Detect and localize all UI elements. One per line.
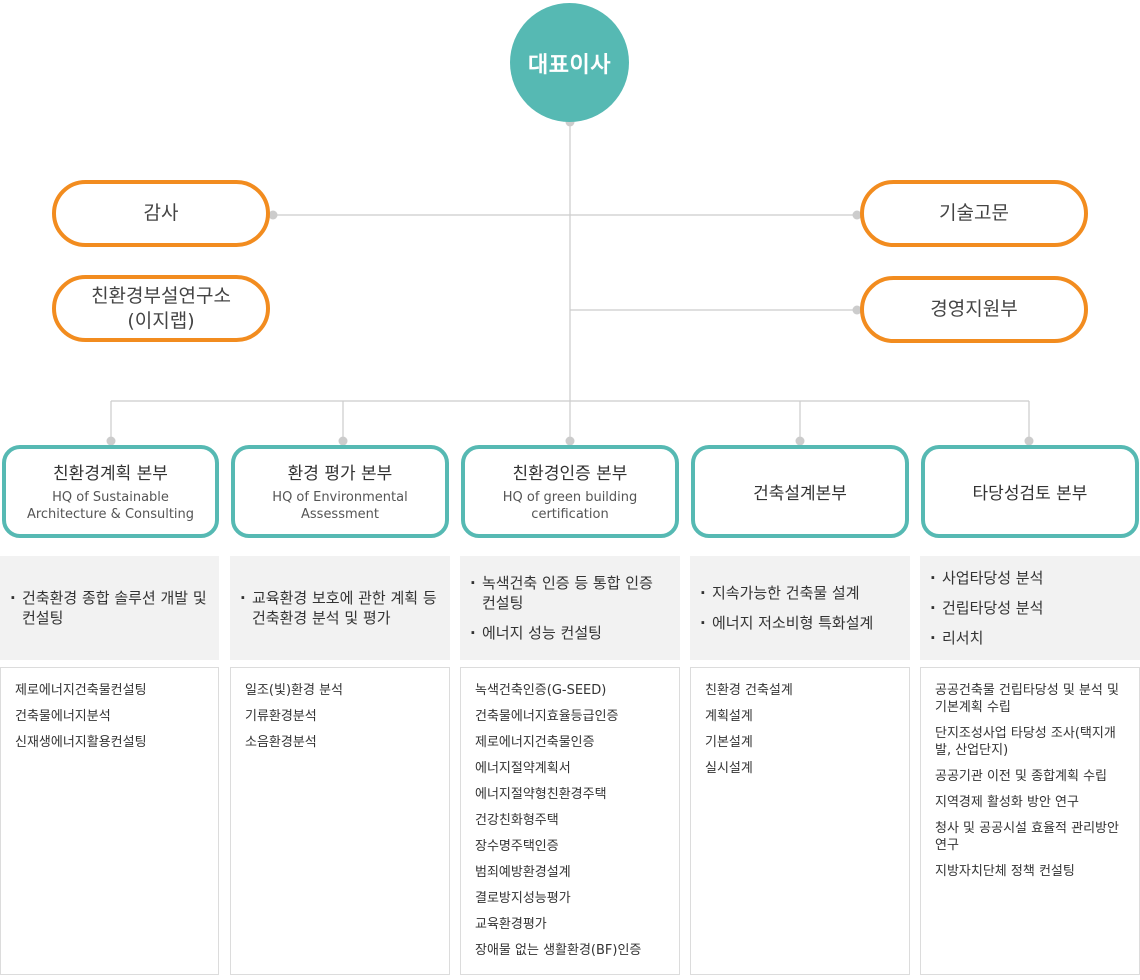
dept-english-name: HQ of Sustainable Architecture & Consult…: [26, 490, 195, 522]
task-item: 지방자치단체 정책 컨설팅: [935, 864, 1075, 879]
research-lab-label: 친환경부설연구소: [91, 284, 231, 307]
dept-name: 건축설계본부: [753, 484, 847, 504]
task-item: 교육환경평가: [475, 917, 547, 932]
dept-role-panel: 지속가능한 건축물 설계 에너지 저소비형 특화설계: [690, 556, 910, 660]
dept-task-panel: 녹색건축인증(G-SEED) 건축물에너지효율등급인증 제로에너지건축물인증 에…: [460, 667, 680, 975]
task-item: 장수명주택인증: [475, 839, 559, 854]
task-item: 건축물에너지분석: [15, 709, 111, 724]
audit-node-dot: [268, 210, 278, 220]
dept-task-panel: 친환경 건축설계 계획설계 기본설계 실시설계: [690, 667, 910, 975]
task-item: 친환경 건축설계: [705, 683, 793, 698]
task-item: 건축물에너지효율등급인증: [475, 709, 619, 724]
dept1-node-dot: [106, 436, 116, 446]
dept-name: 타당성검토 본부: [972, 484, 1088, 504]
dept-name: 친환경인증 본부: [512, 464, 628, 485]
dept-box: 환경 평가 본부 HQ of Environmental Assessment: [231, 445, 449, 538]
task-item: 청사 및 공공시설 효율적 관리방안 연구: [935, 821, 1119, 853]
advisor-label: 기술고문: [939, 202, 1009, 225]
dept-role-panel: 건축환경 종합 솔루션 개발 및 컨설팅: [0, 556, 219, 660]
dept-task-panel: 일조(빛)환경 분석 기류환경분석 소음환경분석: [230, 667, 450, 975]
role-item: 지속가능한 건축물 설계: [700, 583, 898, 603]
task-item: 기본설계: [705, 735, 753, 750]
dept2-node-dot: [338, 436, 348, 446]
task-item: 건강친화형주택: [475, 813, 559, 828]
dept-box: 친환경계획 본부 HQ of Sustainable Architecture …: [2, 445, 219, 538]
dept-task-panel: 공공건축물 건립타당성 및 분석 및 기본계획 수립 단지조성사업 타당성 조사…: [920, 667, 1140, 975]
task-item: 장애물 없는 생활환경(BF)인증: [475, 943, 642, 958]
task-item: 소음환경분석: [245, 735, 317, 750]
advisor-node: 기술고문: [860, 180, 1088, 247]
dept-box: 친환경인증 본부 HQ of green building certificat…: [461, 445, 679, 538]
dept-name: 환경 평가 본부: [287, 464, 393, 485]
dept-task-panel: 제로에너지건축물컨설팅 건축물에너지분석 신재생에너지활용컨설팅: [0, 667, 219, 975]
role-item: 리서치: [930, 628, 1128, 648]
dept4-node-dot: [795, 436, 805, 446]
audit-node: 감사: [52, 180, 270, 247]
role-item: 교육환경 보호에 관한 계획 등 건축환경 분석 및 평가: [240, 588, 438, 628]
dept-box: 건축설계본부: [691, 445, 909, 538]
task-item: 일조(빛)환경 분석: [245, 683, 343, 698]
dept-box: 타당성검토 본부: [921, 445, 1139, 538]
role-item: 건축환경 종합 솔루션 개발 및 컨설팅: [10, 588, 207, 628]
dept-role-panel: 사업타당성 분석 건립타당성 분석 리서치: [920, 556, 1140, 660]
ceo-node: 대표이사: [510, 3, 629, 122]
task-item: 공공건축물 건립타당성 및 분석 및 기본계획 수립: [935, 683, 1119, 715]
task-item: 계획설계: [705, 709, 753, 724]
task-item: 범죄예방환경설계: [475, 865, 571, 880]
task-item: 제로에너지건축물인증: [475, 735, 595, 750]
dept-role-panel: 녹색건축 인증 등 통합 인증 컨설팅 에너지 성능 컨설팅: [460, 556, 680, 660]
role-item: 사업타당성 분석: [930, 568, 1128, 588]
task-item: 결로방지성능평가: [475, 891, 571, 906]
task-item: 에너지절약형친환경주택: [475, 787, 607, 802]
task-item: 실시설계: [705, 761, 753, 776]
dept-english-name: HQ of Environmental Assessment: [272, 490, 408, 522]
role-item: 녹색건축 인증 등 통합 인증 컨설팅: [470, 573, 668, 613]
dept-role-panel: 교육환경 보호에 관한 계획 등 건축환경 분석 및 평가: [230, 556, 450, 660]
dept-english-name: HQ of green building certification: [502, 490, 638, 522]
audit-label: 감사: [143, 202, 179, 225]
research-lab-sublabel: (이지랩): [127, 309, 195, 332]
task-item: 에너지절약계획서: [475, 761, 571, 776]
role-item: 에너지 성능 컨설팅: [470, 623, 668, 643]
task-item: 공공기관 이전 및 종합계획 수립: [935, 769, 1108, 784]
dept-name: 친환경계획 본부: [53, 464, 168, 485]
role-item: 에너지 저소비형 특화설계: [700, 613, 898, 633]
management-node-dot: [852, 305, 862, 315]
task-item: 단지조성사업 타당성 조사(택지개발, 산업단지): [935, 726, 1116, 758]
dept5-node-dot: [1024, 436, 1034, 446]
task-item: 지역경제 활성화 방안 연구: [935, 795, 1079, 810]
role-item: 건립타당성 분석: [930, 598, 1128, 618]
advisor-node-dot: [852, 210, 862, 220]
research-lab-node: 친환경부설연구소 (이지랩): [52, 275, 270, 342]
management-node: 경영지원부: [860, 276, 1088, 343]
task-item: 기류환경분석: [245, 709, 317, 724]
dept3-node-dot: [565, 436, 575, 446]
management-label: 경영지원부: [930, 298, 1018, 321]
task-item: 녹색건축인증(G-SEED): [475, 683, 607, 698]
task-item: 제로에너지건축물컨설팅: [15, 683, 147, 698]
task-item: 신재생에너지활용컨설팅: [15, 735, 147, 750]
